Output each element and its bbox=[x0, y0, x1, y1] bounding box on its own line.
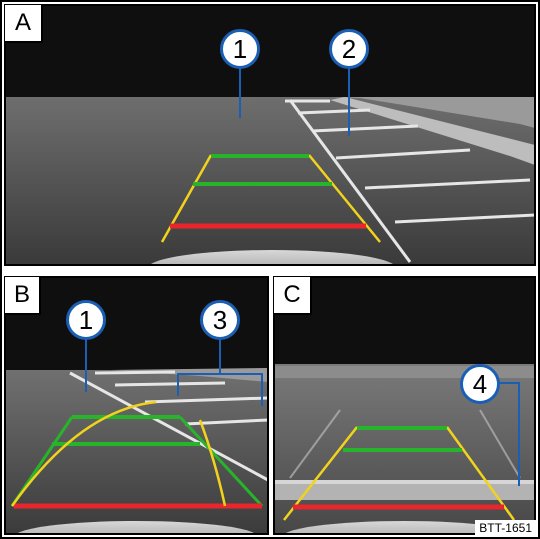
panel-c-guide-lines bbox=[283, 426, 516, 521]
panel-a-camera-view bbox=[5, 5, 535, 265]
panel-a-guide-lines bbox=[160, 154, 381, 243]
panel-c-label: C bbox=[274, 277, 312, 315]
panel-b-guide-lines bbox=[10, 400, 264, 509]
panel-b-label: B bbox=[5, 277, 41, 315]
callout-1-panel-b: 1 bbox=[66, 300, 106, 340]
panel-b-camera-view bbox=[5, 277, 268, 534]
panel-a-label: A bbox=[5, 5, 43, 43]
callout-1-panel-a: 1 bbox=[220, 29, 260, 69]
panel-c-camera-view bbox=[274, 277, 535, 534]
callout-4-panel-c: 4 bbox=[460, 364, 500, 404]
reference-code: BTT-1651 bbox=[475, 520, 536, 536]
callout-3-panel-b: 3 bbox=[200, 300, 240, 340]
callout-2-panel-a: 2 bbox=[329, 29, 369, 69]
